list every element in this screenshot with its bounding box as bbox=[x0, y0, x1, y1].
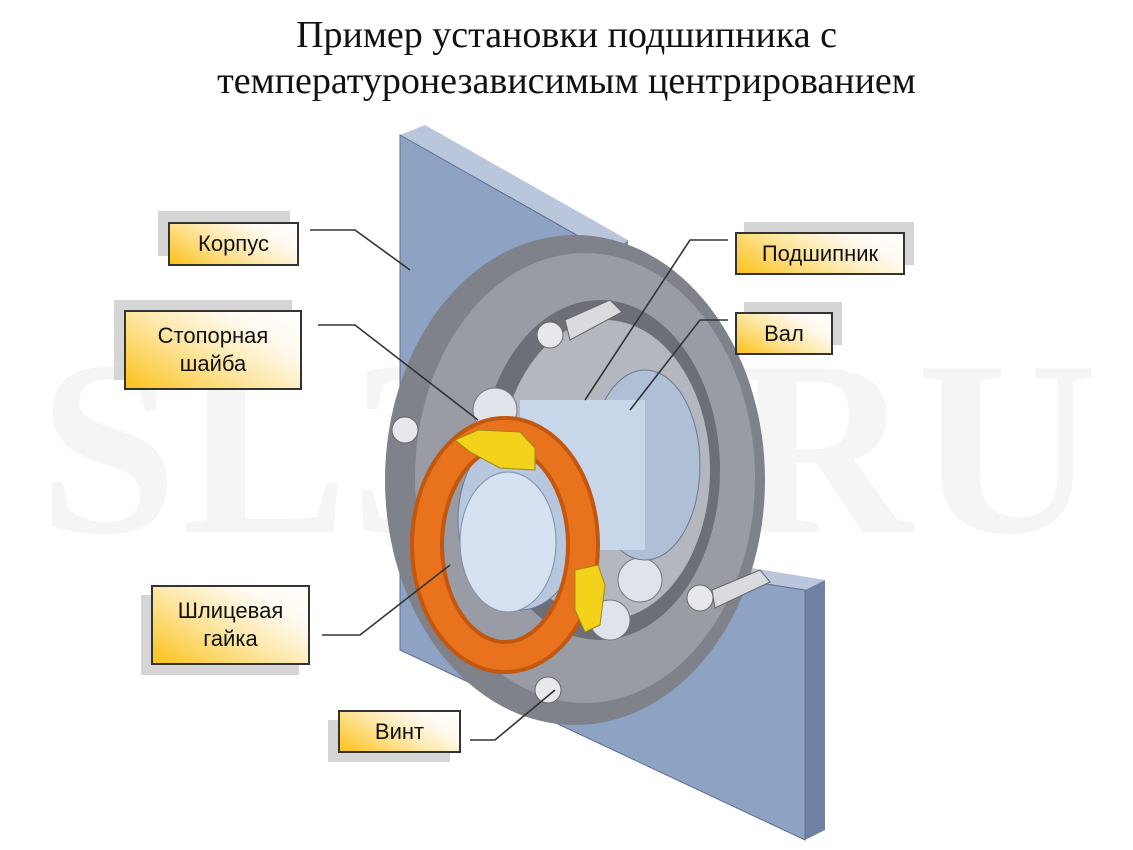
label-text: Винт bbox=[374, 718, 425, 744]
label-text-line-2: шайба bbox=[179, 351, 247, 376]
label-text-line-1: Шлицевая bbox=[177, 598, 284, 623]
label-shaft: Вал bbox=[735, 312, 833, 355]
label-korpus: Корпус bbox=[168, 222, 299, 266]
label-bearing: Подшипник bbox=[735, 232, 905, 275]
label-slotted-nut: Шлицевая гайка bbox=[151, 585, 310, 665]
label-text: Вал bbox=[764, 320, 804, 346]
label-text-line-1: Стопорная bbox=[157, 323, 269, 348]
label-text: Подшипник bbox=[761, 240, 879, 266]
label-text: Корпус bbox=[198, 231, 269, 256]
screws bbox=[391, 299, 771, 704]
title-line-2: температуронезависимым центрированием bbox=[217, 60, 916, 102]
label-screw: Винт bbox=[338, 710, 461, 753]
lock-washer bbox=[454, 429, 606, 633]
leader-lines bbox=[310, 229, 728, 741]
label-text-line-2: гайка bbox=[203, 626, 258, 651]
title-line-1: Пример установки подшипника с bbox=[296, 14, 837, 56]
label-lock-washer: Стопорная шайба bbox=[124, 310, 302, 390]
